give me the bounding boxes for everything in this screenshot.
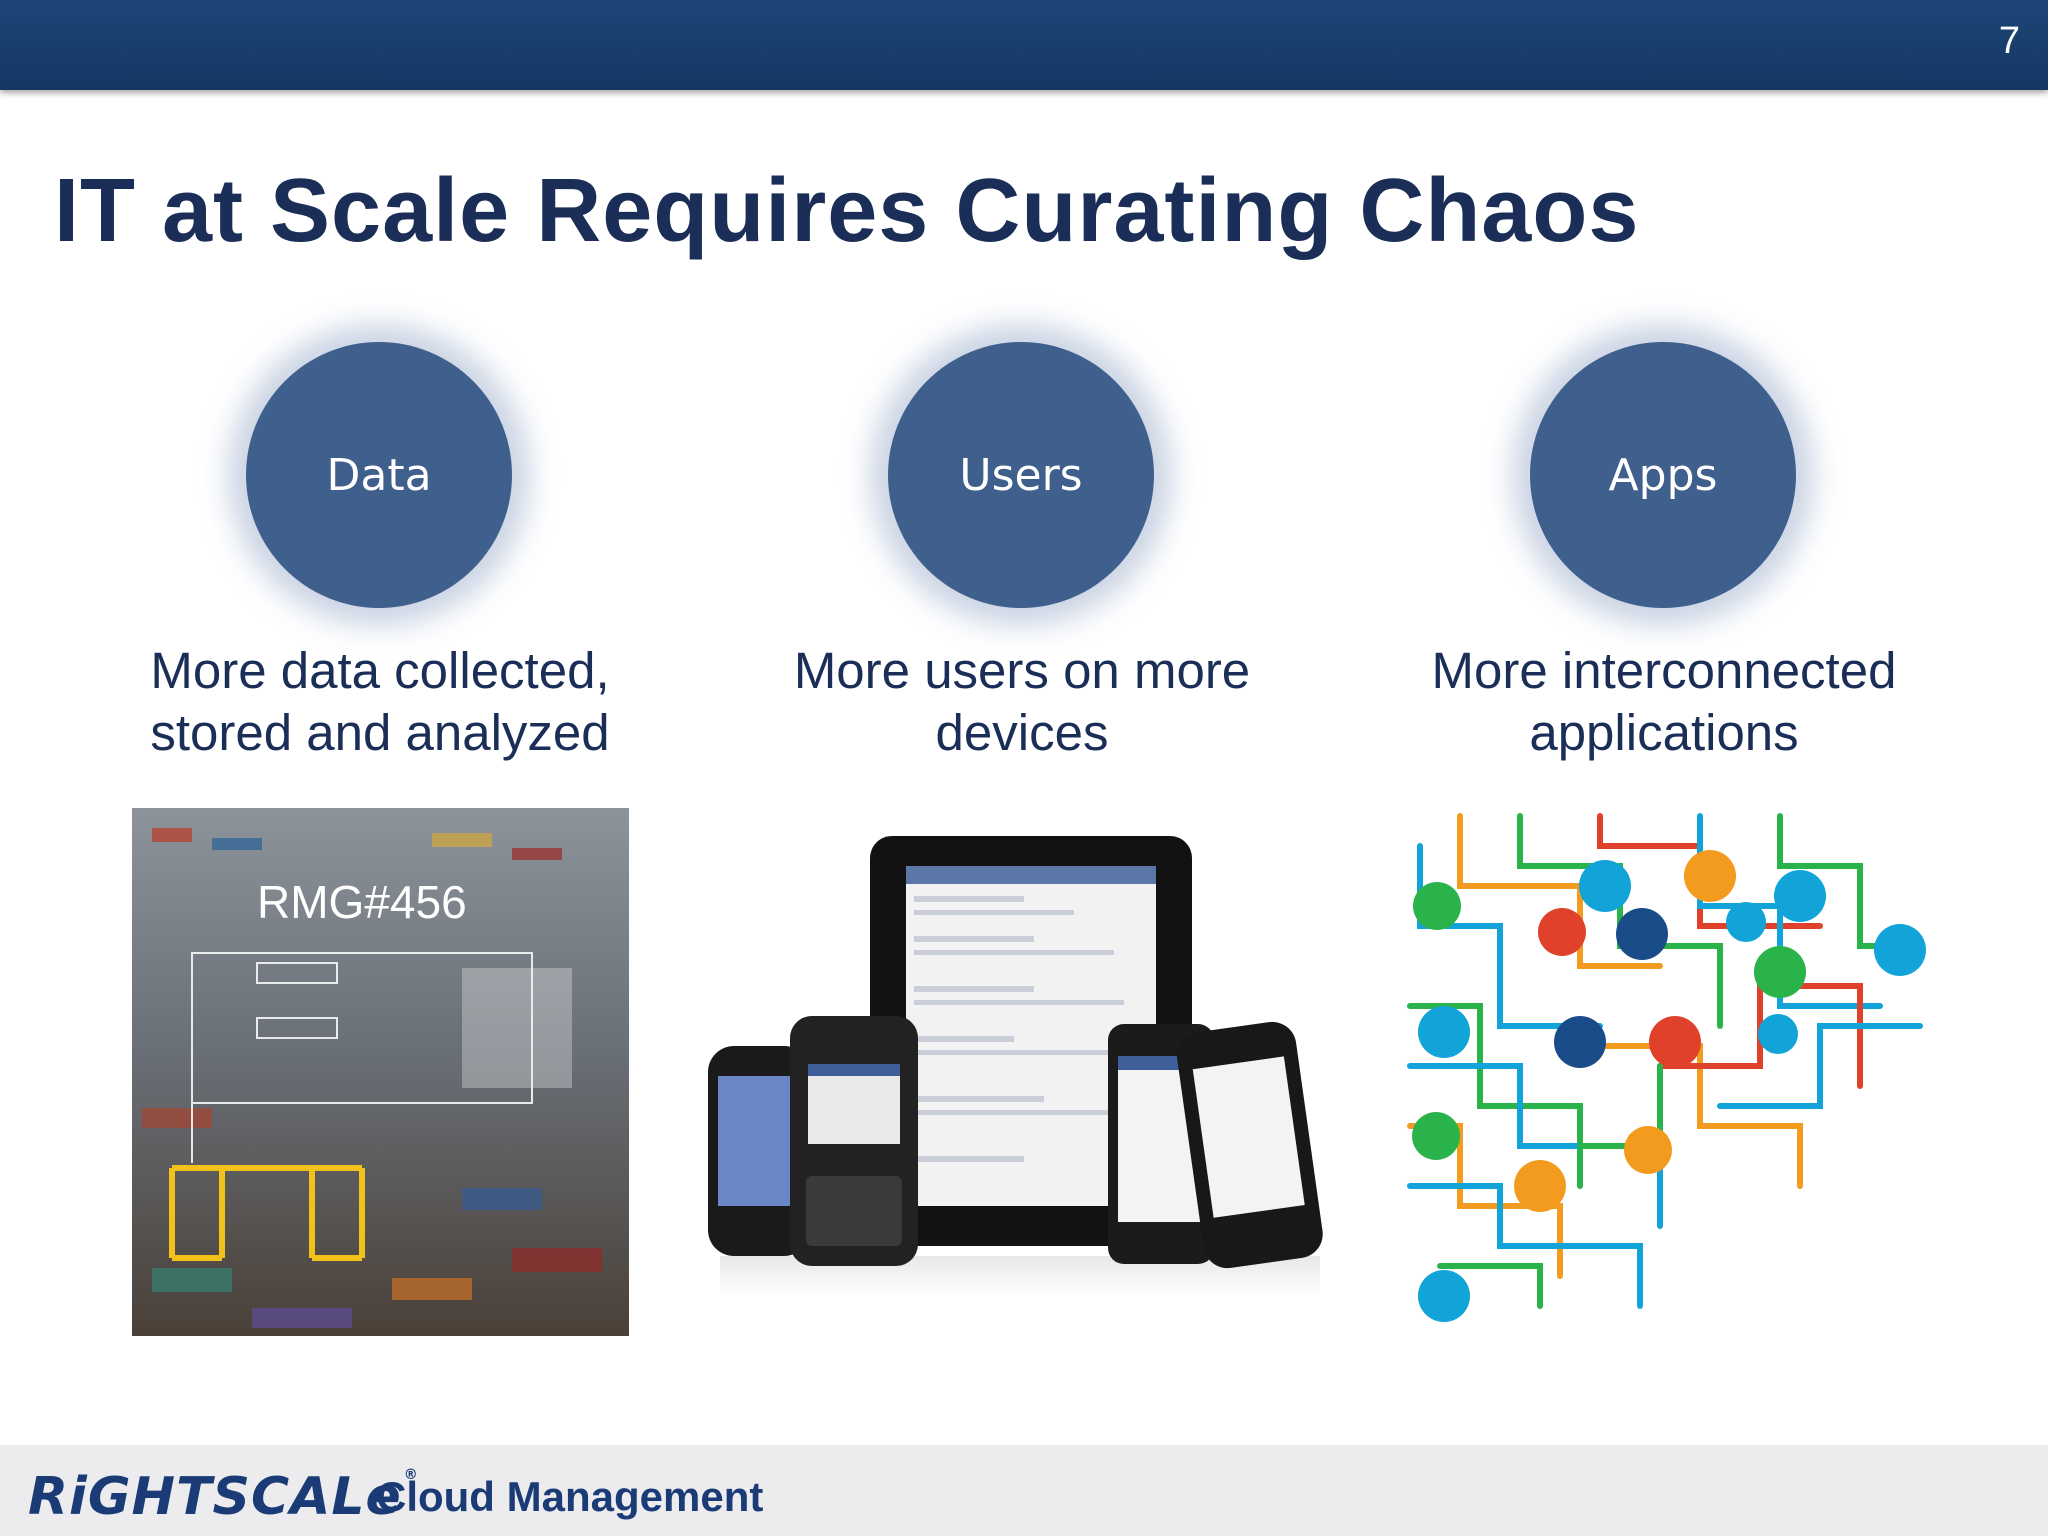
- users-caption-line1: More users on more: [793, 642, 1251, 699]
- apps-circle-label: Apps: [1608, 449, 1718, 501]
- logo-text: RiGHTSCALe: [28, 1467, 402, 1527]
- users-circle-label: Users: [959, 449, 1083, 501]
- apps-circle: Apps: [1530, 342, 1796, 608]
- apps-caption: More interconnected applications: [1364, 640, 1964, 764]
- column-data: Data More data collected, stored and ana…: [80, 340, 680, 764]
- data-caption-line2: stored and analyzed: [150, 704, 610, 761]
- users-circle: Users: [888, 342, 1154, 608]
- apps-caption-line1: More interconnected: [1431, 642, 1897, 699]
- slide-title: IT at Scale Requires Curating Chaos: [54, 161, 1640, 261]
- data-circle: Data: [246, 342, 512, 608]
- footer-tagline: Cloud Management: [376, 1473, 764, 1520]
- data-circle-label: Data: [326, 449, 432, 501]
- users-caption-line2: devices: [935, 704, 1109, 761]
- rmg-label: RMG#456: [257, 876, 467, 928]
- top-bar: 7: [0, 0, 2048, 90]
- port-data-image: RMG#456: [132, 808, 629, 1336]
- devices-image: [700, 836, 1340, 1306]
- page-number: 7: [1998, 20, 2020, 62]
- rightscale-logo: RiGHTSCALe®: [28, 1467, 419, 1527]
- apps-caption-line2: applications: [1529, 704, 1799, 761]
- data-caption-line1: More data collected,: [150, 642, 610, 699]
- column-apps: Apps More interconnected applications: [1364, 340, 1964, 764]
- footer-bar: RiGHTSCALe® Cloud Management: [0, 1445, 2048, 1536]
- apps-network-image: [1400, 806, 1934, 1326]
- logo-registered-mark: ®: [403, 1467, 419, 1483]
- column-users: Users More users on more devices: [722, 340, 1322, 764]
- data-caption: More data collected, stored and analyzed: [80, 640, 680, 764]
- users-caption: More users on more devices: [722, 640, 1322, 764]
